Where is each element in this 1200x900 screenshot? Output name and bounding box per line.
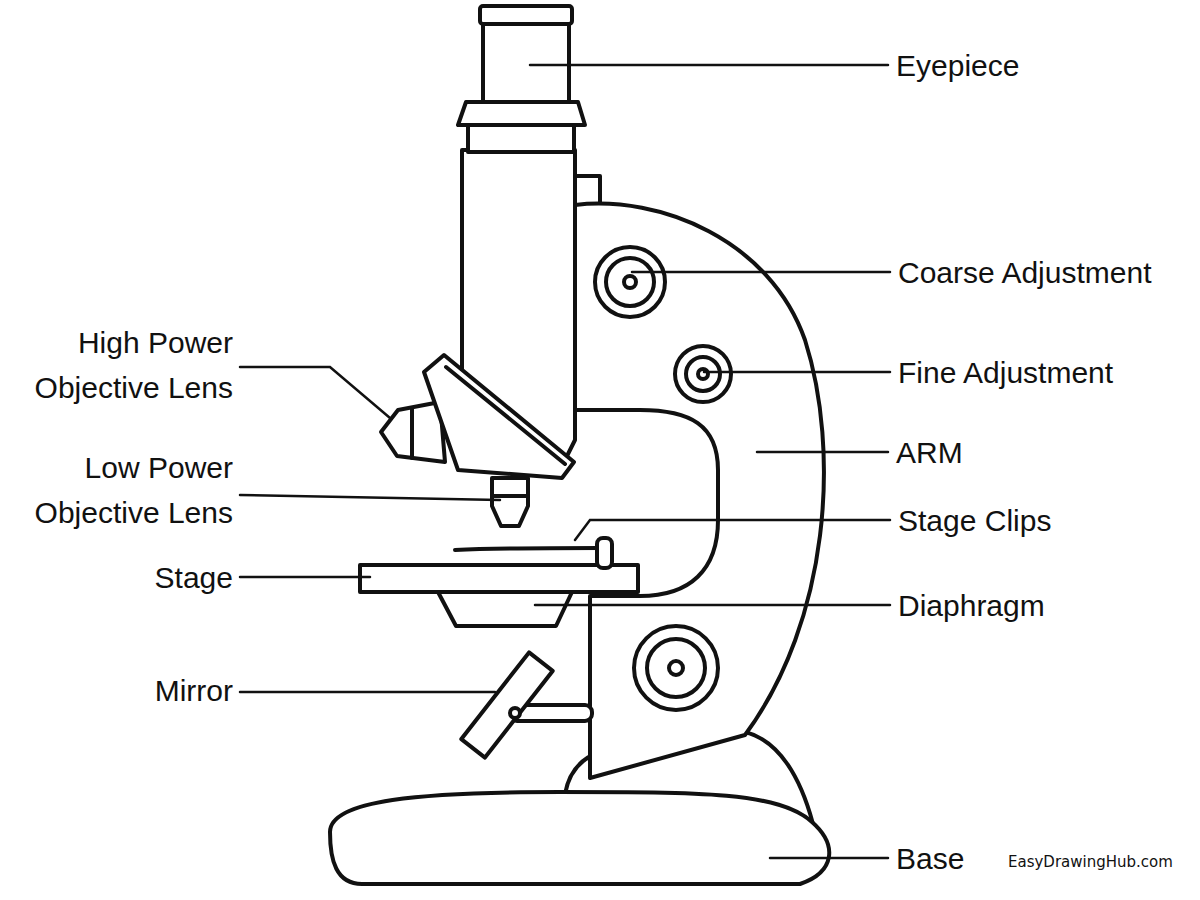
part-label: Coarse Adjustment — [898, 250, 1151, 295]
eyepiece-cap — [480, 6, 572, 24]
tube-flange — [458, 102, 585, 125]
leader-line — [770, 857, 888, 860]
part-label: ARM — [896, 430, 963, 475]
coarse-knob-inner — [606, 258, 654, 306]
leader-line — [240, 691, 495, 694]
leader-line — [240, 495, 500, 500]
coarse-knob-center — [624, 276, 636, 288]
clip-post — [597, 538, 612, 568]
stage-clip — [455, 548, 600, 550]
stage — [360, 565, 638, 592]
fine-knob-inner — [686, 357, 720, 391]
part-label: Stage — [4, 555, 233, 600]
fine-knob-center — [698, 369, 708, 379]
leader-line — [240, 576, 370, 579]
leader-line — [240, 367, 390, 418]
part-label: Stage Clips — [898, 498, 1051, 543]
eyepiece-tube — [483, 22, 569, 102]
objective-band — [410, 408, 414, 458]
leader-line — [535, 604, 890, 607]
leader-line — [757, 451, 888, 454]
base — [330, 792, 829, 884]
high-power-objective — [381, 402, 445, 462]
leader-line — [575, 520, 890, 540]
coarse-knob — [595, 247, 665, 317]
fine-knob — [675, 346, 731, 402]
nosepiece — [424, 355, 574, 478]
tube-collar — [468, 125, 574, 152]
part-label: Fine Adjustment — [898, 350, 1113, 395]
watermark: EasyDrawingHub.com — [1008, 853, 1173, 871]
part-label: Low Power Objective Lens — [4, 445, 233, 535]
part-label: Base — [896, 836, 964, 881]
arm — [575, 204, 824, 778]
part-label: Mirror — [4, 668, 233, 713]
objective-band — [492, 494, 528, 498]
mirror-pivot — [510, 708, 520, 718]
part-label: Eyepiece — [896, 43, 1019, 88]
mirror — [461, 652, 552, 757]
stage-knob — [634, 626, 718, 710]
nosepiece-edge — [446, 367, 565, 464]
diaphragm — [438, 592, 572, 626]
part-label: High Power Objective Lens — [4, 320, 233, 410]
stage-knob-inner — [647, 639, 705, 697]
part-label: Diaphragm — [898, 583, 1045, 628]
leader-line — [632, 271, 890, 274]
leader-line — [530, 64, 888, 67]
low-power-objective — [492, 478, 528, 526]
stage-knob-center — [669, 661, 683, 675]
leader-line — [704, 371, 890, 374]
